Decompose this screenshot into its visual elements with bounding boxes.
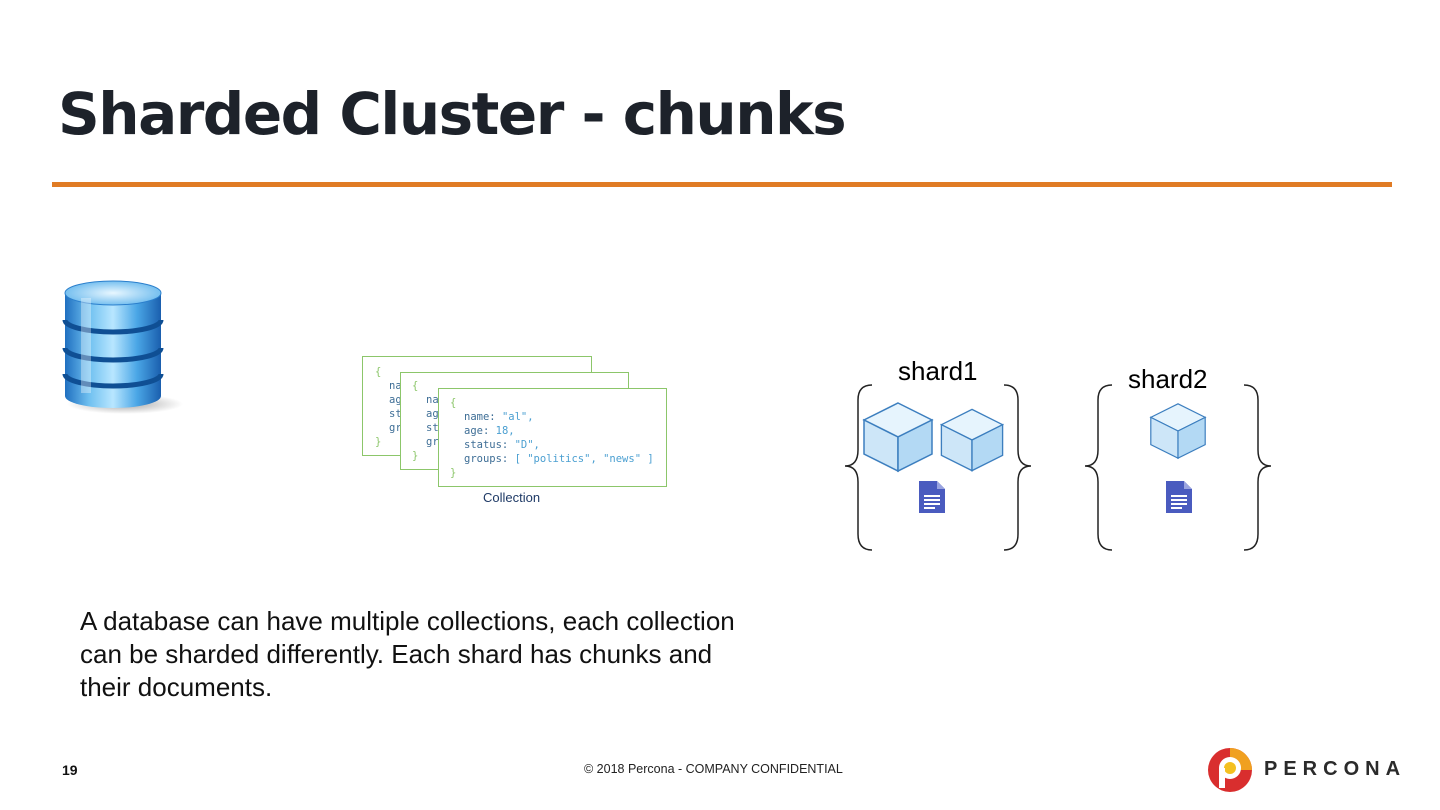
card-field-name: name: "al", — [464, 410, 666, 424]
collection-graphic: { na ag st gr } { na ag st gr } { — [360, 354, 680, 514]
card-brace-close: } — [450, 467, 457, 479]
card-field-status: status: "D", — [464, 438, 666, 452]
card-line: na — [426, 394, 439, 406]
card-line: na — [389, 380, 402, 392]
field-value: "D", — [514, 439, 540, 451]
card-brace-open: { — [375, 366, 382, 378]
shard1-chunk-cube-icon — [863, 402, 933, 472]
footer-confidential: © 2018 Percona - COMPANY CONFIDENTIAL — [584, 762, 843, 776]
document-card-front: { name: "al", age: 18, status: "D", grou… — [438, 388, 667, 487]
database-icon — [55, 278, 185, 423]
card-brace-open: { — [450, 397, 457, 409]
shard1-label: shard1 — [898, 356, 978, 386]
shard2-document-icon — [1166, 481, 1192, 513]
title-divider — [52, 182, 1392, 187]
shard2-right-brace — [1243, 384, 1272, 551]
shard2-chunk-cube-icon — [1150, 403, 1206, 459]
field-key: name: — [464, 411, 496, 423]
card-brace-close: } — [412, 450, 419, 462]
collection-label: Collection — [483, 490, 541, 505]
card-line: gr — [389, 422, 402, 434]
shard1-left-brace — [844, 384, 873, 551]
field-key: age: — [464, 425, 490, 437]
field-value: 18, — [495, 425, 515, 437]
shard1-chunk-cube-icon — [940, 408, 1004, 472]
shard1-right-brace — [1003, 384, 1032, 551]
field-key: groups: — [464, 453, 509, 465]
page-number: 19 — [62, 762, 78, 778]
shard1-document-icon — [919, 481, 945, 513]
card-line: gr — [426, 436, 439, 448]
card-brace-open: { — [412, 380, 419, 392]
field-key: status: — [464, 439, 509, 451]
card-line: ag — [389, 394, 402, 406]
shard2-label: shard2 — [1128, 364, 1208, 394]
slide-title: Sharded Cluster - chunks — [58, 80, 847, 148]
percona-logo-text: PERCONA — [1264, 758, 1407, 780]
shard2-left-brace — [1084, 384, 1113, 551]
card-line: st — [426, 422, 439, 434]
card-field-age: age: 18, — [464, 424, 666, 438]
field-value: "al", — [501, 411, 534, 423]
card-line: ag — [426, 408, 439, 420]
body-text: A database can have multiple collections… — [80, 606, 735, 702]
card-brace-close: } — [375, 436, 382, 448]
field-value: [ "politics", "news" ] — [514, 453, 654, 465]
card-line: st — [389, 408, 402, 420]
card-field-groups: groups: [ "politics", "news" ] — [464, 452, 666, 466]
percona-logo-icon — [1206, 746, 1254, 799]
